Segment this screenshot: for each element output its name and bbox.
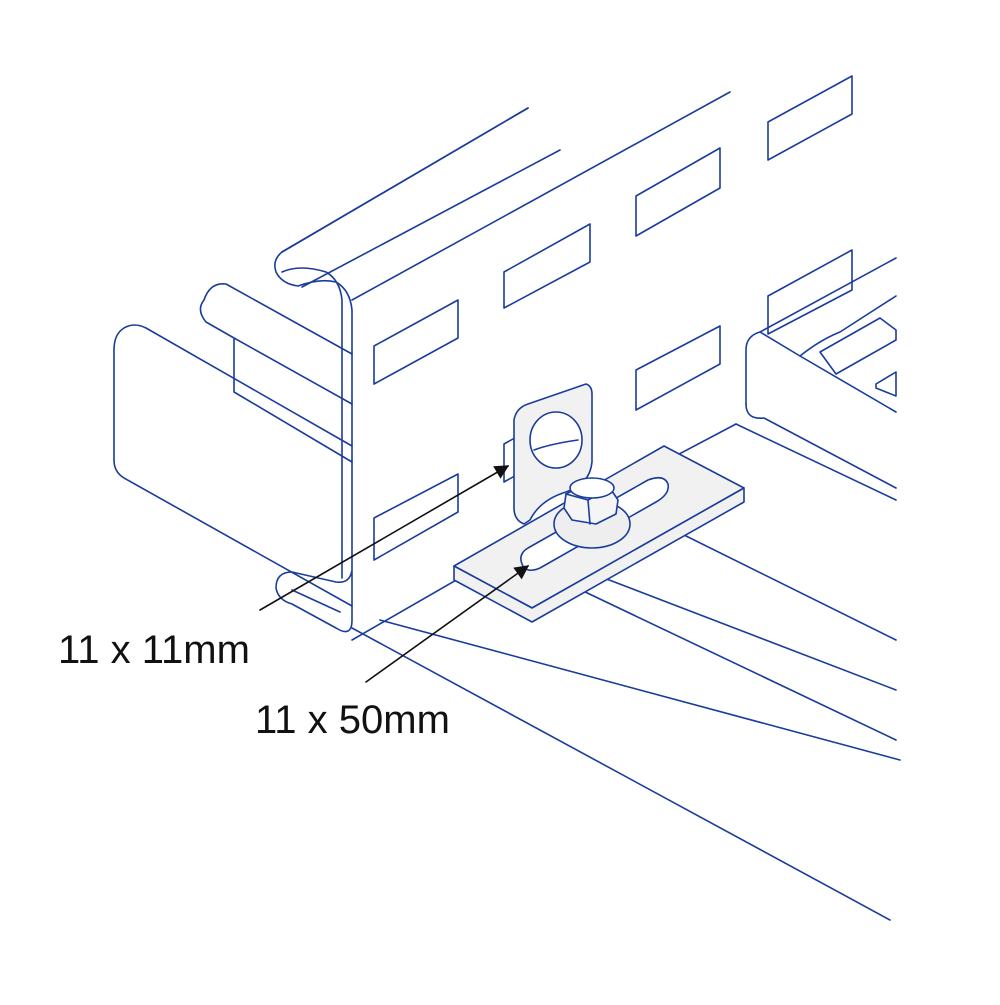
right-slot [819,317,897,375]
side-rail-inner [203,283,353,355]
floor-line-2 [379,619,901,761]
side-rail-groove [233,337,353,405]
side-rail-front [113,327,353,607]
web-slot [373,473,459,561]
web-slots [373,75,853,561]
floor-line-5 [677,531,897,641]
round-hole-inner [533,439,579,451]
channel-inner-lip [281,267,343,579]
right-slot-2 [875,371,897,397]
leader-slot [365,565,530,683]
tray-outline [113,75,901,921]
floor-line-1 [351,627,891,921]
slot-size-label: 11 x 50mm [255,698,450,742]
channel-upper-edge [351,91,731,301]
right-section-base [745,403,897,489]
bolt-shank-top [569,477,615,499]
channel-bottom-lip [291,589,341,613]
leader-hole [259,465,510,611]
hole-size-label: 11 x 11mm [58,628,250,672]
web-slot [767,249,853,335]
channel-profile [274,107,529,633]
side-rail-back [199,299,353,463]
floor-line-6 [735,423,897,501]
leader-lines [259,465,530,683]
web-slot [373,299,459,385]
round-hole [529,411,583,469]
channel-top-inner-edge [301,149,561,288]
floor-line-4 [603,577,897,691]
web-slot [503,223,591,309]
web-slot [635,147,721,237]
right-section-step [799,295,897,357]
bracket [453,383,745,623]
base-plate-edge [453,487,745,623]
right-section-top [759,331,897,413]
side-rail-top [123,324,353,447]
web-slot [767,75,853,161]
floor-line-3 [559,579,897,741]
web-slot [635,325,721,411]
